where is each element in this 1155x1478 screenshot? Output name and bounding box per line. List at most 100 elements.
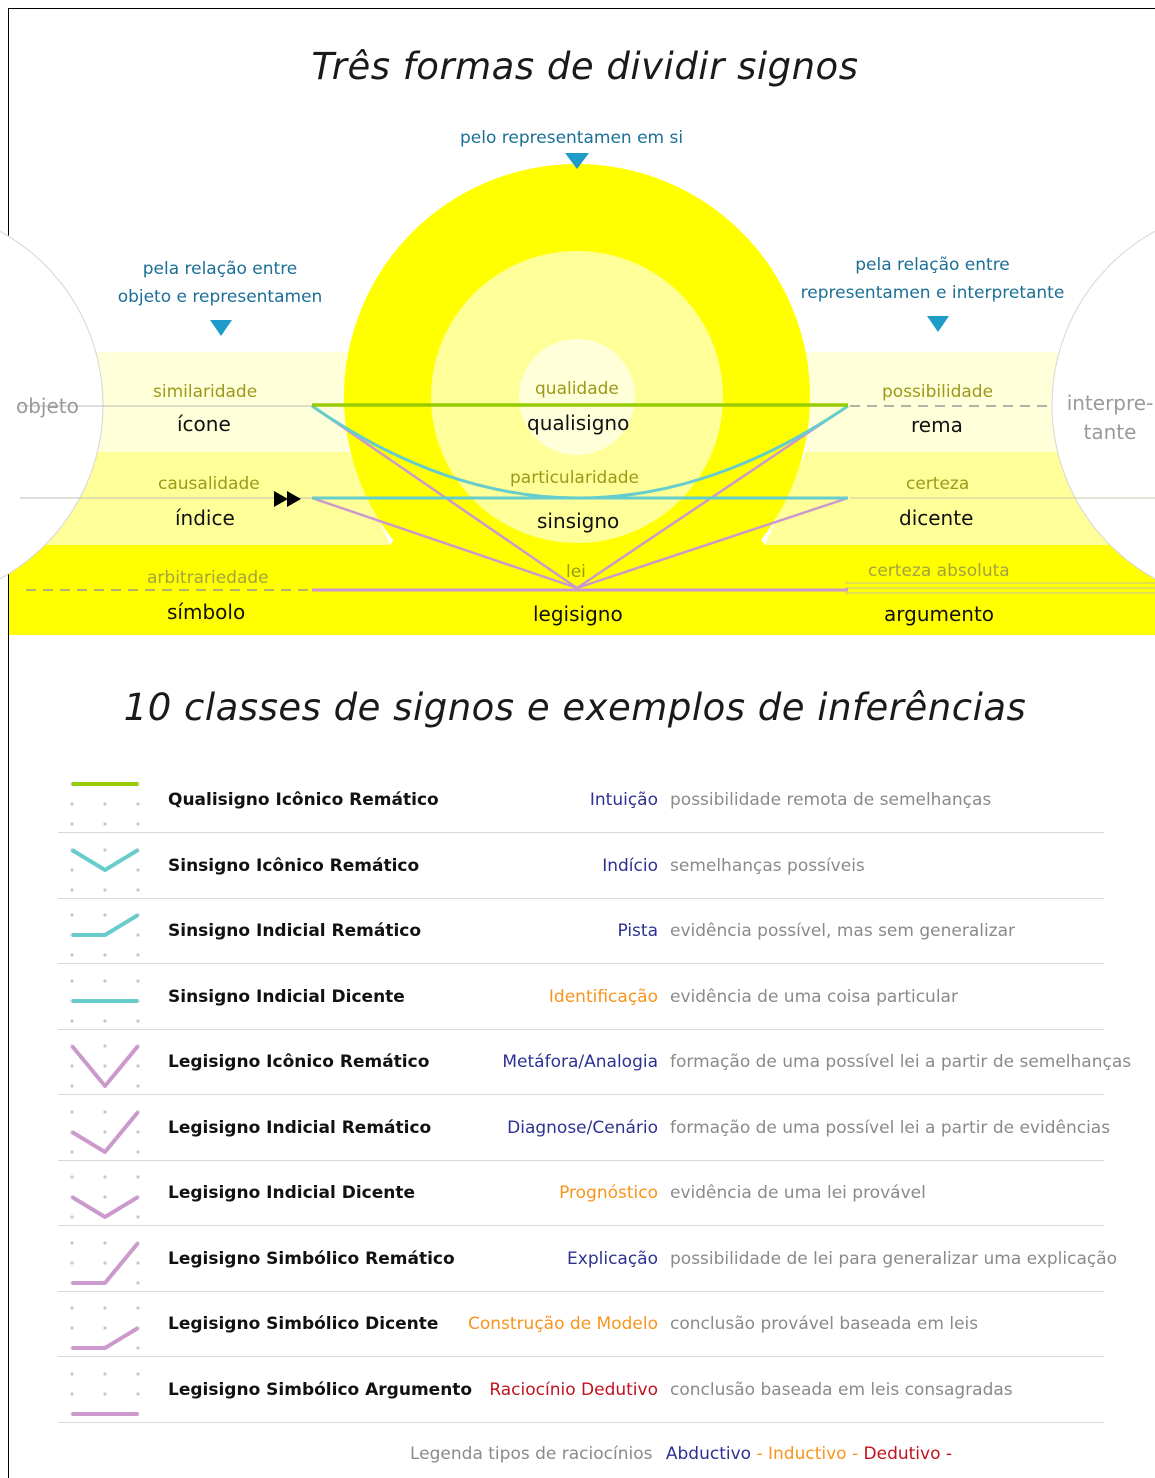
inference-label: Indício xyxy=(602,856,658,876)
class-glyph-line xyxy=(72,1326,140,1350)
class-name: Sinsigno Indicial Remático xyxy=(168,921,422,941)
interpretant-label: interpre- tante xyxy=(1066,391,1154,444)
class-name: Legisigno Simbólico Dicente xyxy=(168,1314,439,1334)
grid-dot xyxy=(136,868,140,872)
grid-dot xyxy=(103,1241,107,1245)
qualisigno-circle xyxy=(519,339,635,455)
grid-dot xyxy=(136,822,140,826)
inference-label: Identificação xyxy=(548,987,658,1007)
grid-dot xyxy=(70,979,74,983)
grid-dot xyxy=(70,802,74,806)
class-row: Legisigno Icônico Remático Metáfora/Analo… xyxy=(58,1030,1131,1095)
grid-dot xyxy=(103,888,107,892)
grid-dot xyxy=(136,1084,140,1088)
class-row: Legisigno Simbólico Dicente Construção de… xyxy=(58,1292,1104,1357)
grid-dot xyxy=(103,1130,107,1134)
legend-abductive: Abductivo xyxy=(665,1444,752,1464)
grid-dot xyxy=(103,913,107,917)
grid-dot xyxy=(103,1261,107,1265)
legend-separator: - xyxy=(851,1444,859,1464)
class-glyph-line xyxy=(70,1044,140,1088)
inference-description: possibilidade de lei para generalizar um… xyxy=(670,1249,1118,1269)
top-label: pelo representamen em si xyxy=(460,128,684,148)
quality-lei: lei xyxy=(566,562,586,582)
quality-causalidade: causalidade xyxy=(158,474,260,494)
sign-qualisigno: qualisigno xyxy=(527,411,630,435)
grid-dot xyxy=(70,1326,74,1330)
grid-dot xyxy=(70,1150,74,1154)
grid-dot xyxy=(103,1110,107,1114)
sinsigno-indicial-dicente-icon xyxy=(70,979,140,1023)
purple-line-4 xyxy=(576,496,849,590)
legend-separator: - xyxy=(945,1444,953,1464)
grid-dot xyxy=(103,1175,107,1179)
sign-rema: rema xyxy=(911,413,963,437)
inference-label: Metáfora/Analogia xyxy=(502,1052,658,1072)
grid-dot xyxy=(70,1241,74,1245)
grid-dot xyxy=(103,1326,107,1330)
grid-dot xyxy=(136,953,140,957)
inference-description: conclusão baseada em leis consagradas xyxy=(670,1380,1013,1400)
quality-possibilidade: possibilidade xyxy=(882,382,994,402)
inference-label: Construção de Modelo xyxy=(468,1314,658,1334)
grid-dot xyxy=(103,1044,107,1048)
grid-dot xyxy=(103,1372,107,1376)
object-circle xyxy=(0,230,104,580)
class-name: Legisigno Icônico Remático xyxy=(168,1052,430,1072)
grid-dot xyxy=(136,1346,140,1350)
grid-dot xyxy=(136,1019,140,1023)
legisigno-indicial-rematico-icon xyxy=(70,1110,140,1154)
sign-argumento: argumento xyxy=(884,602,995,626)
inference-description: semelhanças possíveis xyxy=(670,856,865,876)
page-frame xyxy=(8,8,1155,1478)
sinsigno-iconico-rematico-icon xyxy=(70,848,140,892)
class-name: Legisigno Indicial Remático xyxy=(168,1118,432,1138)
legend: Legenda tipos de raciocínios Abductivo -… xyxy=(410,1444,952,1464)
class-name: Legisigno Indicial Dicente xyxy=(168,1183,416,1203)
inference-label: Prognóstico xyxy=(559,1183,658,1203)
sign-division-diagram xyxy=(0,153,1155,635)
inference-description: formação de uma possível lei a partir de… xyxy=(670,1052,1132,1072)
grid-dot xyxy=(70,1306,74,1310)
grid-dot xyxy=(103,802,107,806)
top-arrow-icon xyxy=(565,153,589,169)
inference-label: Pista xyxy=(617,921,658,941)
legend-deductive: Dedutivo xyxy=(863,1444,941,1464)
legisigno-indicial-dicente-icon xyxy=(70,1175,140,1219)
grid-dot xyxy=(103,1306,107,1310)
grid-dot xyxy=(103,1195,107,1199)
grid-dot xyxy=(70,1064,74,1068)
sign-dicente: dicente xyxy=(899,506,974,530)
class-name: Legisigno Simbólico Remático xyxy=(168,1249,455,1269)
grid-dot xyxy=(70,953,74,957)
class-glyph-line xyxy=(70,848,140,872)
legend-separator: - xyxy=(756,1444,763,1464)
grid-dot xyxy=(70,1175,74,1179)
grid-dot xyxy=(136,933,140,937)
inference-description: conclusão provável baseada em leis xyxy=(670,1314,979,1334)
grid-dot xyxy=(136,1306,140,1310)
grid-dot xyxy=(70,1215,74,1219)
object-label: objeto xyxy=(16,394,79,418)
grid-dot xyxy=(70,1372,74,1376)
inference-label: Intuição xyxy=(589,790,658,810)
sign-icone: ícone xyxy=(177,412,231,436)
quality-similaridade: similaridade xyxy=(153,382,258,402)
grid-dot xyxy=(70,868,74,872)
grid-dot xyxy=(70,888,74,892)
quality-certeza-absoluta: certeza absoluta xyxy=(868,561,1010,581)
grid-dot xyxy=(70,1084,74,1088)
grid-dot xyxy=(136,1175,140,1179)
left-arrow-icon xyxy=(210,320,232,336)
double-arrow-icon-b xyxy=(287,491,301,507)
grid-dot xyxy=(70,1110,74,1114)
legend-label: Legenda tipos de raciocínios xyxy=(410,1444,653,1464)
legisigno-simbolico-dicente-icon xyxy=(70,1306,140,1350)
right-arrow-icon xyxy=(927,316,949,332)
